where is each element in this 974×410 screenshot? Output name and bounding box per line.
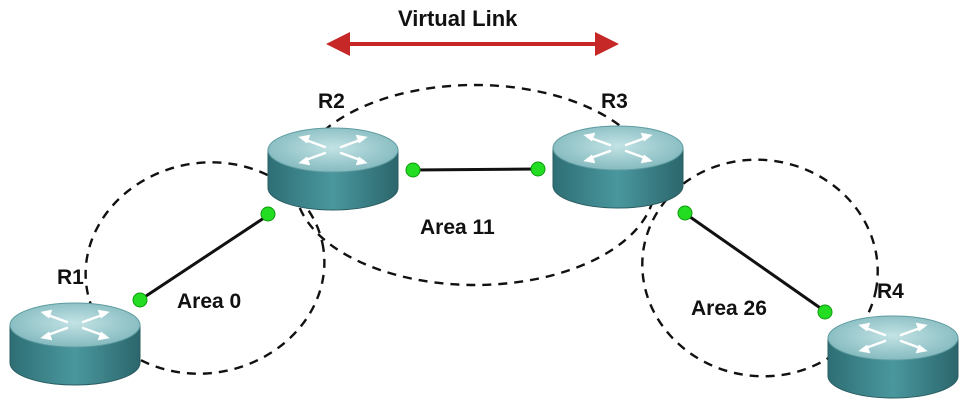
router-r3-label: R3 [601,90,628,113]
link-r2-r3 [411,167,539,172]
router-icon [8,301,142,387]
router-icon [266,126,400,212]
double-arrow-icon [326,32,619,56]
port-dot-icon [405,162,421,178]
port-dot-icon [677,205,693,221]
router-r2-label: R2 [318,90,345,113]
router-r1-label: R1 [57,266,84,289]
link-r3-r4 [682,210,827,314]
link-r1-r2 [139,212,271,302]
virtual-link-label: Virtual Link [398,6,518,31]
port-dot-icon [132,292,148,308]
area-0-boundary [84,161,326,375]
router-icon [551,124,685,210]
area-0-label: Area 0 [177,290,242,313]
port-dot-icon [260,206,276,222]
area-26-label: Area 26 [691,297,767,320]
router-icon [826,314,960,400]
area-11-label: Area 11 [420,216,495,239]
port-dot-icon [817,304,833,320]
area-26-boundary [641,158,879,378]
port-dot-icon [530,161,546,177]
router-r4-label: R4 [877,280,904,303]
